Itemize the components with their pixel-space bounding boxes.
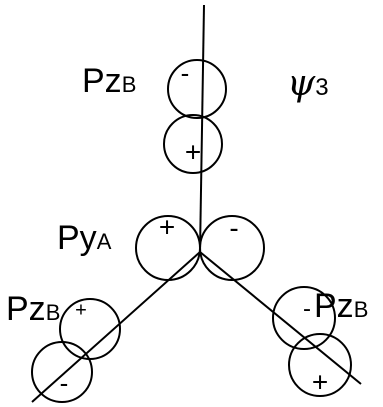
label-bottom-right: PzB bbox=[314, 287, 368, 325]
lobe-br-upper bbox=[272, 286, 336, 350]
lobe-top-lower bbox=[163, 114, 223, 174]
lower-left-axis bbox=[31, 251, 201, 403]
label-top-right: ψ3 bbox=[287, 63, 329, 104]
sign-br-lower: + bbox=[312, 366, 328, 397]
label-top-left-sub: B bbox=[122, 72, 137, 97]
label-bottom-left-main: Pz bbox=[6, 290, 46, 328]
lobe-top-upper bbox=[167, 59, 227, 119]
label-bottom-right-sub: B bbox=[354, 297, 369, 322]
lobe-br-lower bbox=[288, 333, 352, 397]
sign-top-lower: + bbox=[185, 136, 201, 167]
sign-mid-right: - bbox=[229, 212, 238, 243]
lower-right-axis bbox=[199, 251, 362, 385]
label-psi-number: 3 bbox=[315, 74, 328, 101]
label-middle-left: PyA bbox=[57, 219, 112, 257]
label-bottom-left: PzB bbox=[6, 290, 60, 328]
label-top-left-main: Pz bbox=[82, 62, 122, 100]
label-bottom-right-main: Pz bbox=[314, 287, 354, 325]
sign-bl-lower: - bbox=[60, 368, 69, 398]
sign-bl-upper: + bbox=[75, 299, 87, 321]
sign-top-upper: - bbox=[181, 58, 190, 88]
label-middle-left-sub: A bbox=[97, 229, 112, 254]
sign-mid-left: + bbox=[159, 211, 175, 242]
label-bottom-left-sub: B bbox=[46, 300, 61, 325]
label-psi: ψ bbox=[287, 63, 316, 104]
label-middle-left-main: Py bbox=[57, 219, 97, 257]
lobe-bl-lower bbox=[31, 341, 93, 403]
label-top-left: PzB bbox=[82, 62, 136, 100]
lobe-mid-right bbox=[199, 215, 265, 281]
sign-br-upper: - bbox=[303, 295, 311, 322]
vertical-axis bbox=[199, 4, 205, 253]
